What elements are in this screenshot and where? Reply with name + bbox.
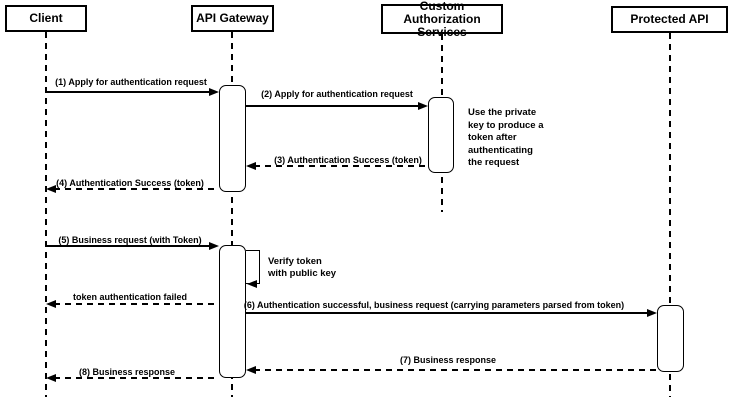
message-5-arrowhead	[209, 242, 219, 250]
message-3-line	[254, 165, 428, 167]
message-4-arrowhead	[46, 185, 56, 193]
participant-protected-api-label: Protected API	[630, 12, 709, 26]
activation-bar-api-gateway-2	[219, 245, 246, 378]
lifeline-api-gateway	[231, 32, 233, 397]
participant-api-gateway-label: API Gateway	[196, 11, 269, 25]
self-message-arrowhead	[247, 279, 257, 288]
message-5-label: (5) Business request (with Token)	[58, 235, 202, 245]
message-token-failed-line	[54, 303, 219, 305]
message-7-arrowhead	[246, 366, 256, 374]
message-7-line	[254, 369, 657, 371]
message-token-failed-label: token authentication failed	[72, 292, 188, 302]
note-private-key-text: Use the private key to produce a token a…	[468, 107, 544, 168]
participant-client-label: Client	[29, 11, 63, 25]
message-6-line	[246, 312, 647, 314]
message-8-arrowhead	[46, 374, 56, 382]
message-2-label: (2) Apply for authentication request	[261, 89, 413, 99]
message-2-arrowhead	[418, 102, 428, 110]
message-3-arrowhead	[246, 162, 256, 170]
message-8-line	[54, 377, 219, 379]
message-7-label: (7) Business response	[399, 355, 497, 365]
message-4-line	[54, 188, 219, 190]
self-message-label: Verify token with public key	[268, 256, 337, 279]
message-token-failed-arrowhead	[46, 300, 56, 308]
message-1-label: (1) Apply for authentication request	[55, 77, 207, 87]
participant-protected-api: Protected API	[611, 6, 728, 33]
participant-client: Client	[5, 5, 87, 32]
message-3-label: (3) Authentication Success (token)	[274, 155, 422, 165]
activation-bar-custom-authorization-services	[428, 97, 454, 173]
participant-custom-authorization-services: Custom Authorization Services	[381, 0, 503, 38]
message-1-arrowhead	[209, 88, 219, 96]
message-4-label: (4) Authentication Success (token)	[56, 178, 204, 188]
message-2-line	[246, 105, 418, 107]
lifeline-protected-api	[669, 33, 671, 397]
message-6-label: (6) Authentication successful, business …	[243, 300, 625, 310]
message-1-line	[46, 91, 209, 93]
activation-bar-protected-api	[657, 305, 684, 372]
activation-bar-api-gateway-1	[219, 85, 246, 192]
participant-api-gateway: API Gateway	[191, 5, 274, 32]
message-8-label: (8) Business response	[78, 367, 176, 377]
message-6-arrowhead	[647, 309, 657, 317]
lifeline-client	[45, 32, 47, 397]
message-5-line	[46, 245, 209, 247]
participant-custom-authorization-services-label: Custom Authorization Services	[403, 0, 481, 39]
